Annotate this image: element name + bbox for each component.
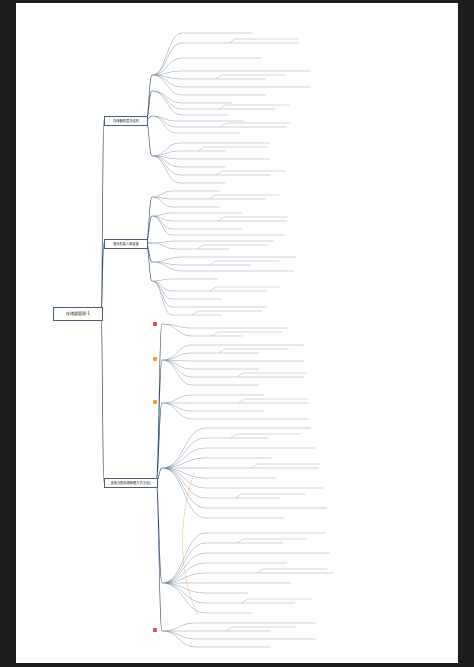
priority-badge-icon	[153, 400, 157, 404]
leaf-connector	[228, 38, 235, 44]
leaf-connector	[161, 467, 207, 509]
branch-node-memory-hierarchy[interactable]: 存储器的层次结构	[104, 116, 148, 126]
leaf-connector	[215, 170, 223, 176]
leaf-connector	[161, 359, 193, 386]
branch-connector	[155, 359, 163, 483]
leaf-connector	[161, 552, 207, 584]
priority-badge-icon	[153, 628, 157, 632]
leaf-connector	[161, 467, 207, 519]
leaf-connector	[151, 90, 183, 110]
leaf-connector	[151, 278, 173, 282]
leaf-connector	[191, 310, 199, 316]
leaf-connector	[151, 242, 177, 250]
leaf-connector	[218, 348, 225, 354]
leaf-connector	[209, 260, 216, 266]
leaf-connector	[151, 70, 183, 76]
leaf-connector	[161, 352, 193, 361]
leaf-connector	[161, 630, 197, 640]
leaf-connector	[235, 493, 242, 499]
leaf-connector	[151, 280, 173, 292]
branch-node-contiguous-allocation[interactable]: 连续分配存储管理方式(分区)	[104, 478, 158, 488]
leaf-connector	[151, 280, 173, 300]
leaf-connector	[197, 244, 204, 250]
leaf-connector	[236, 538, 243, 544]
leaf-connector	[251, 463, 258, 469]
leaf-connector	[151, 240, 177, 244]
leaf-connector	[151, 90, 183, 116]
leaf-connector	[151, 215, 173, 230]
leaf-connector	[161, 630, 197, 648]
leaf-connector	[197, 146, 205, 152]
root-connector	[100, 312, 105, 483]
leaf-connector	[161, 572, 207, 584]
leaf-connector	[151, 142, 181, 157]
leaf-connector	[151, 115, 177, 128]
leaf-connector	[151, 190, 173, 198]
priority-badge-icon	[153, 357, 157, 361]
leaf-connector	[209, 286, 217, 292]
leaf-connector	[151, 57, 183, 76]
leaf-connector	[238, 398, 245, 404]
leaf-connector	[161, 344, 193, 361]
leaf-connector	[151, 261, 183, 272]
leaf-connector	[151, 215, 173, 236]
leaf-connector	[161, 437, 207, 469]
leaf-connector	[161, 532, 207, 584]
leaf-connector	[225, 626, 233, 632]
branch-connector	[155, 481, 163, 632]
leaf-connector	[161, 467, 207, 499]
leaf-connector	[151, 90, 183, 104]
relationship-dashed-connector	[182, 472, 199, 616]
leaf-connector	[217, 216, 225, 222]
leaf-connector	[161, 427, 207, 469]
leaf-connector	[151, 150, 181, 157]
leaf-connector	[161, 582, 207, 604]
leaf-connector	[151, 256, 183, 263]
leaf-connector	[161, 359, 193, 370]
mind-map-connectors	[100, 32, 334, 648]
leaf-connector	[257, 568, 264, 574]
leaf-connector	[161, 582, 207, 594]
leaf-connector	[161, 582, 207, 614]
leaf-connector	[151, 115, 177, 134]
root-node[interactable]: 存储器管理-1	[53, 307, 103, 321]
leaf-connector	[161, 562, 207, 584]
leaf-connector	[161, 447, 207, 469]
leaf-connector	[236, 372, 243, 378]
leaf-connector	[220, 122, 227, 128]
leaf-connector	[161, 467, 207, 489]
leaf-connector	[230, 433, 237, 439]
leaf-connector	[161, 402, 193, 412]
leaf-connector	[161, 323, 193, 337]
leaf-connector	[211, 331, 219, 337]
leaf-connector	[151, 155, 181, 184]
branch-node-program-loading[interactable]: 程序的装入和链接	[104, 239, 148, 249]
branch-connector	[145, 74, 153, 121]
leaf-connector	[215, 74, 222, 80]
mind-map-page: 存储器管理-1 存储器的层次结构 程序的装入和链接 连续分配存储管理方式(分区)	[16, 3, 458, 663]
leaf-connector	[151, 196, 173, 208]
leaf-connector	[151, 32, 183, 76]
leaf-connector	[151, 280, 173, 308]
leaf-connector	[161, 402, 193, 420]
leaf-connector	[161, 394, 193, 404]
leaf-connector	[161, 457, 207, 469]
leaf-connector	[151, 42, 183, 76]
leaf-connector	[151, 74, 183, 96]
leaf-connector	[151, 212, 173, 217]
leaf-connector	[241, 598, 248, 604]
leaf-connector	[209, 194, 216, 200]
priority-badge-icon	[153, 322, 157, 326]
branch-connector	[145, 196, 153, 244]
leaf-connector	[219, 104, 226, 110]
leaf-connector	[161, 622, 197, 632]
